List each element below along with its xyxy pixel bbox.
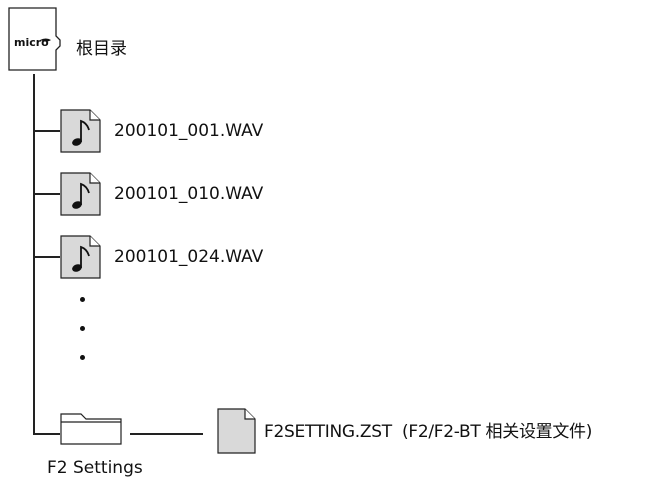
- document-icon: [217, 408, 256, 454]
- music-note-file-icon: [60, 235, 101, 279]
- branch-connector: [33, 256, 60, 258]
- ellipsis-dot: [80, 355, 85, 360]
- settings-file-name: F2SETTING.ZST (F2/F2-BT 相关设置文件): [264, 422, 593, 442]
- branch-connector: [33, 433, 60, 435]
- branch-connector: [33, 130, 60, 132]
- file-name: 200101_024.WAV: [114, 247, 264, 267]
- folder-label: F2 Settings: [47, 458, 143, 478]
- microsd-card-icon: micro: [8, 7, 61, 71]
- music-note-file-icon: [60, 172, 101, 216]
- ellipsis-dot: [80, 326, 85, 331]
- root-label: 根目录: [76, 39, 127, 59]
- file-name: 200101_001.WAV: [114, 121, 264, 141]
- ellipsis-dot: [80, 297, 85, 302]
- folder-icon: [60, 413, 122, 445]
- folder-file-connector: [130, 433, 203, 435]
- tree-trunk-line: [33, 74, 35, 434]
- branch-connector: [33, 193, 60, 195]
- music-note-file-icon: [60, 109, 101, 153]
- file-name: 200101_010.WAV: [114, 184, 264, 204]
- svg-text:micro: micro: [14, 36, 49, 49]
